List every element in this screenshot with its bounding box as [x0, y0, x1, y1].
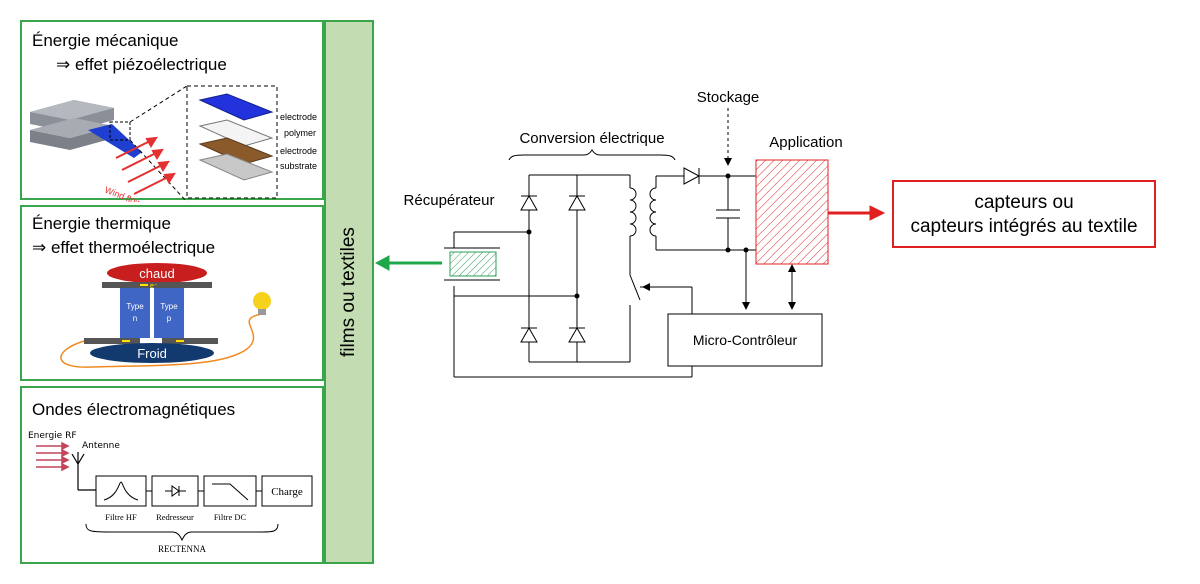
- diode: [568, 326, 586, 343]
- panel-title: Énergie mécanique: [32, 31, 179, 50]
- application-block: [755, 159, 829, 265]
- layer-label-1: electrode: [280, 112, 317, 122]
- label-application: Application: [769, 134, 842, 151]
- layer-label-3: electrode: [280, 146, 317, 156]
- svg-text:Type: Type: [160, 302, 178, 311]
- svg-text:RECTENNA: RECTENNA: [158, 544, 206, 554]
- layer-electrode-top: [198, 93, 274, 121]
- svg-text:p: p: [167, 314, 172, 323]
- filter-dc-block: [203, 475, 257, 507]
- cold-plate: [90, 343, 214, 363]
- rectenna-diagram: Energie RF Antenne Charge Filtre HF Red: [28, 431, 313, 554]
- svg-text:Type: Type: [126, 302, 144, 311]
- label-stockage: Stockage: [697, 89, 760, 106]
- svg-text:Filtre HF: Filtre HF: [105, 512, 137, 522]
- arrow-to-films: [374, 255, 442, 271]
- rectenna-brace: [85, 523, 279, 542]
- sensors-box: capteurs ou capteurs intégrés au textile: [892, 180, 1156, 248]
- strip-label: films ou textiles: [338, 227, 359, 357]
- cold-label: Froid: [137, 346, 167, 361]
- svg-text:e⁻: e⁻: [150, 283, 158, 290]
- zoom-box: [186, 85, 278, 199]
- layer-label-4: substrate: [280, 161, 317, 171]
- diode: [683, 167, 701, 185]
- antenna-icon: [71, 452, 96, 491]
- panel-title: Énergie thermique: [32, 214, 171, 233]
- panel-subtitle: ⇒ effet piézoélectrique: [56, 55, 227, 74]
- diode: [520, 326, 538, 343]
- arrow-to-sensors: [828, 205, 886, 221]
- rf-arrows: [36, 441, 70, 472]
- panel-electromagnetic: Ondes électromagnétiques Energie RF Ante…: [20, 386, 324, 564]
- conversion-brace: [508, 149, 676, 161]
- piezo-beam: [88, 124, 142, 158]
- diode: [568, 194, 586, 211]
- layer-label-2: polymer: [284, 128, 316, 138]
- svg-text:Antenne: Antenne: [82, 441, 120, 451]
- layer-substrate: [198, 153, 274, 181]
- panel-thermal: Énergie thermique ⇒ effet thermoélectriq…: [20, 205, 324, 381]
- piezo-illustration: Wind flow electrode polymer electrode su…: [30, 85, 317, 202]
- films-textiles-strip: films ou textiles: [324, 20, 374, 564]
- hot-label: chaud: [139, 266, 174, 281]
- panel-mechanical: Énergie mécanique ⇒ effet piézoélectriqu…: [20, 20, 324, 202]
- label-recuperateur: Récupérateur: [404, 192, 495, 209]
- label-micro: Micro-Contrôleur: [693, 332, 798, 348]
- svg-text:Redresseur: Redresseur: [156, 512, 194, 522]
- charge-block: [261, 475, 313, 507]
- wind-arrows: [115, 136, 176, 195]
- hot-plate: [107, 263, 207, 283]
- bulb-icon: [253, 292, 271, 310]
- filter-hf-block: [95, 475, 147, 507]
- microcontroller-block: [667, 313, 823, 367]
- wire: [60, 313, 263, 368]
- type-n-leg: [120, 288, 150, 338]
- svg-text:Filtre DC: Filtre DC: [214, 512, 247, 522]
- svg-text:n: n: [133, 314, 137, 323]
- recuperateur-block: [449, 251, 497, 277]
- svg-text:Energie RF: Energie RF: [28, 431, 77, 441]
- sensors-line-1: capteurs ou: [974, 192, 1074, 213]
- sensors-line-2: capteurs intégrés au textile: [910, 216, 1138, 237]
- thermo-illustration: chaud Type n Type p e⁻ Froid: [60, 263, 271, 368]
- diode: [520, 194, 538, 211]
- panel-title: Ondes électromagnétiques: [32, 400, 236, 419]
- rectifier-block: [151, 475, 199, 507]
- label-conversion: Conversion électrique: [519, 130, 664, 147]
- circuit-diagram: Stockage Conversion électrique Applicati…: [374, 89, 886, 378]
- type-p-leg: [154, 288, 184, 338]
- panel-subtitle: ⇒ effet thermoélectrique: [32, 238, 216, 257]
- zoom-marker: [109, 121, 131, 141]
- svg-text:Charge: Charge: [271, 486, 303, 498]
